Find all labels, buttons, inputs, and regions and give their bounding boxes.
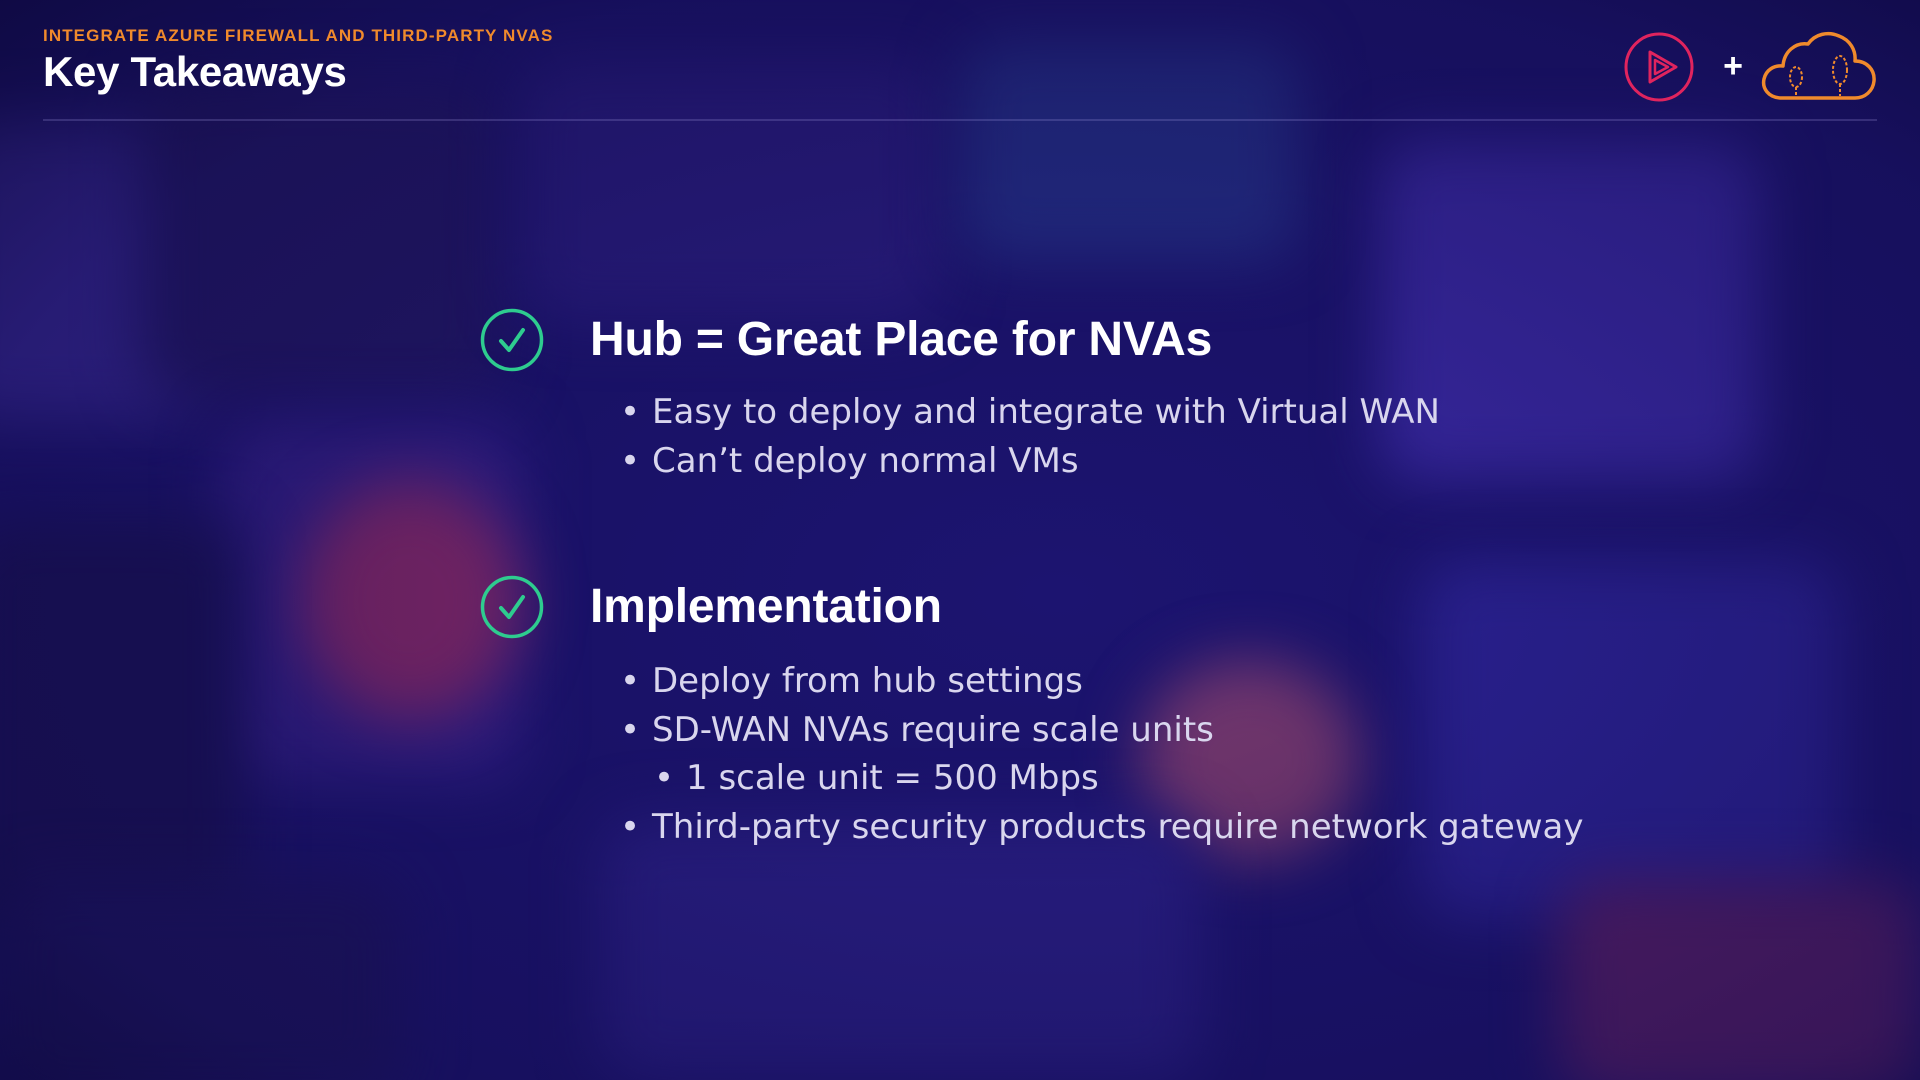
- bullet-item: SD-WAN NVAs require scale units: [620, 706, 1584, 755]
- bullet-list: Deploy from hub settings SD-WAN NVAs req…: [620, 657, 1584, 851]
- check-circle-icon: [480, 308, 544, 372]
- bullet-item: Deploy from hub settings: [620, 657, 1584, 706]
- section-heading: Hub = Great Place for NVAs: [590, 313, 1213, 366]
- course-subtitle: INTEGRATE AZURE FIREWALL AND THIRD-PARTY…: [43, 26, 554, 45]
- section-heading: Implementation: [590, 580, 942, 633]
- bullet-item: Third-party security products require ne…: [620, 803, 1584, 852]
- bullet-item: Can’t deploy normal VMs: [620, 437, 1440, 486]
- header: INTEGRATE AZURE FIREWALL AND THIRD-PARTY…: [43, 26, 553, 96]
- brand-logos: +: [1620, 30, 1880, 106]
- slide-title: Key Takeaways: [43, 48, 347, 95]
- bullet-item: Easy to deploy and integrate with Virtua…: [620, 388, 1440, 437]
- sub-bullet-item: 1 scale unit = 500 Mbps: [654, 754, 1584, 803]
- header-divider: [43, 119, 1877, 121]
- bullet-list: Easy to deploy and integrate with Virtua…: [620, 388, 1440, 485]
- check-circle-icon: [480, 575, 544, 639]
- cloud-guru-icon: [1761, 31, 1876, 100]
- play-circle-icon: [1624, 32, 1694, 102]
- plus-sign: +: [1723, 47, 1743, 85]
